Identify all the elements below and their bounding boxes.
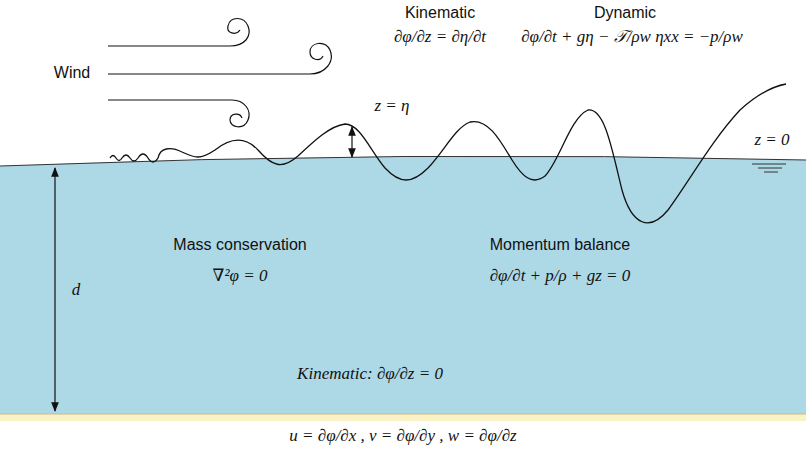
dynamic-surface-equation: ∂φ/∂t + gη − 𝒯/ρw ηxx = −p/ρw [521, 27, 743, 47]
depth-label: d [70, 280, 83, 300]
depth-arrow [54, 168, 55, 411]
water-level-symbol [752, 164, 786, 172]
water-body [0, 156, 806, 414]
laplace-equation: ∇²φ = 0 [211, 266, 270, 286]
condition-heading: Dynamic [594, 4, 656, 22]
bernoulli-equation: ∂φ/∂t + p/ρ + gz = 0 [488, 266, 633, 286]
mean-level-line [0, 156, 806, 166]
wind-symbol [108, 19, 331, 127]
kinematic-surface-equation: ∂φ/∂z = ∂η/∂t [394, 27, 486, 47]
sea-bed [0, 414, 806, 421]
region-heading: Mass conservation [171, 236, 308, 254]
velocity-definition: u = ∂φ/∂x , v = ∂φ/∂y , w = ∂φ/∂z [289, 426, 516, 446]
wave-surface [110, 84, 786, 223]
datum-label: z = 0 [754, 130, 789, 150]
bottom-condition: Kinematic: ∂φ/∂z = 0 [295, 364, 445, 384]
region-heading: Momentum balance [488, 236, 633, 254]
condition-heading: Kinematic [405, 4, 475, 22]
wind-label: Wind [54, 64, 90, 82]
elevation-label: z = η [374, 96, 409, 116]
